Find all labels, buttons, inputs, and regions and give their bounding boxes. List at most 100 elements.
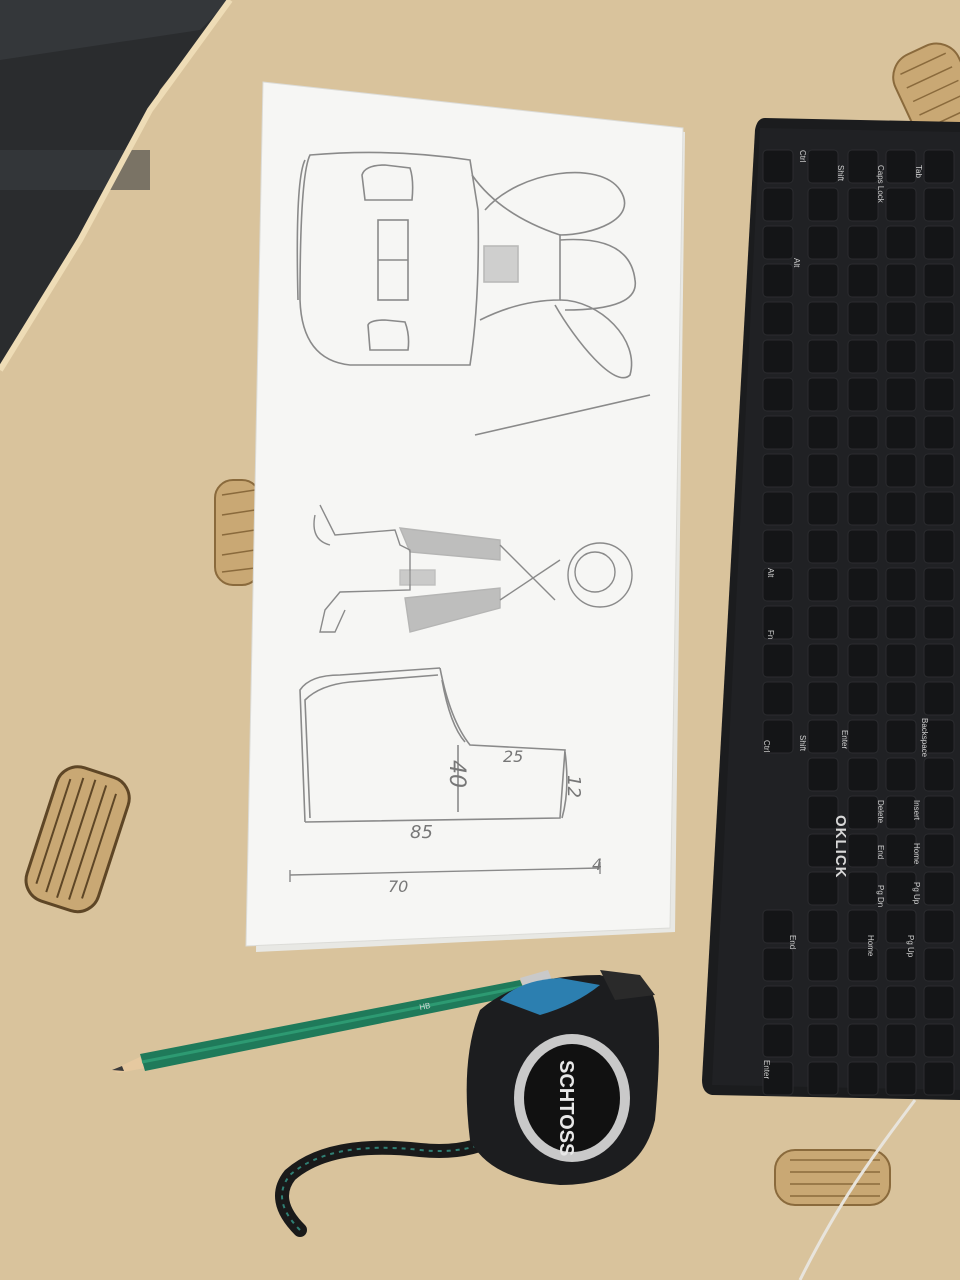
keyboard-key xyxy=(847,833,879,868)
keyboard-key xyxy=(762,947,794,982)
keyboard-key xyxy=(762,985,794,1020)
key-alt-label: Alt xyxy=(792,258,801,268)
wooden-peg-bottom-left xyxy=(24,765,131,914)
keyboard-key xyxy=(885,947,917,982)
keyboard-key xyxy=(885,757,917,792)
keyboard-key xyxy=(923,453,955,488)
keyboard-key xyxy=(847,1061,879,1096)
keyboard-key xyxy=(923,529,955,564)
keyboard-key xyxy=(885,1023,917,1058)
key-enter-numpad-label: Enter xyxy=(762,1060,771,1079)
key-shift-label: Shift xyxy=(836,165,845,182)
keyboard-key xyxy=(885,681,917,716)
dimension-side: 12 xyxy=(563,775,584,798)
keyboard-brand-label: OKLICK xyxy=(832,815,849,879)
keyboard-key xyxy=(847,757,879,792)
dimension-ruler-end: 4 xyxy=(592,855,602,874)
key-pgup-numpad-label: Pg Up xyxy=(906,935,915,958)
key-delete-label: Delete xyxy=(876,800,885,824)
keyboard-key xyxy=(885,719,917,754)
keyboard-key xyxy=(923,415,955,450)
keyboard-key xyxy=(923,985,955,1020)
wooden-peg-bottom-right xyxy=(774,1149,891,1206)
keyboard-key xyxy=(762,339,794,374)
keyboard-key xyxy=(847,453,879,488)
keyboard-key xyxy=(885,567,917,602)
key-insert-label: Insert xyxy=(912,800,921,821)
key-home-label: Home xyxy=(912,843,921,865)
keyboard-key xyxy=(923,1061,955,1096)
key-caps-label: Caps Lock xyxy=(876,165,885,204)
key-fn-label: Fn xyxy=(766,630,775,639)
keyboard-key xyxy=(807,529,839,564)
keyboard-key xyxy=(847,301,879,336)
keyboard-key xyxy=(762,1061,794,1096)
sketch-person-side xyxy=(313,504,633,633)
keyboard-key xyxy=(847,415,879,450)
keyboard-key xyxy=(923,795,955,830)
keyboard-key xyxy=(762,377,794,412)
keyboard-key xyxy=(762,605,794,640)
keyboard-key xyxy=(847,377,879,412)
keyboard-key xyxy=(762,415,794,450)
keyboard-key xyxy=(923,871,955,906)
keyboard-key xyxy=(762,149,794,184)
keyboard-key xyxy=(807,871,839,906)
keyboard-key xyxy=(847,529,879,564)
keyboard-key xyxy=(885,529,917,564)
keyboard-key xyxy=(923,339,955,374)
key-shift-right-label: Shift xyxy=(798,735,807,752)
keyboard-key xyxy=(885,149,917,184)
keyboard-key xyxy=(847,149,879,184)
cable xyxy=(798,1099,917,1280)
keyboard-key xyxy=(847,1023,879,1058)
tape-brand-label: SCHTOSS xyxy=(555,1060,577,1156)
keyboard-key xyxy=(762,643,794,678)
keyboard-key xyxy=(807,1023,839,1058)
keyboard-key xyxy=(807,605,839,640)
sketch-backpack-front xyxy=(296,151,651,436)
keyboard-key xyxy=(807,301,839,336)
keyboard-key xyxy=(807,263,839,298)
keyboard-key xyxy=(923,681,955,716)
keyboard-key xyxy=(923,833,955,868)
key-ctrl-right-label: Ctrl xyxy=(762,740,771,753)
keyboard-key xyxy=(923,301,955,336)
keyboard-key xyxy=(807,1061,839,1096)
keyboard-key xyxy=(847,491,879,526)
keyboard-key xyxy=(885,301,917,336)
keyboard-key xyxy=(923,1023,955,1058)
keyboard-key xyxy=(807,719,839,754)
keyboard-key xyxy=(807,225,839,260)
key-pgdn-label: Pg Dn xyxy=(876,885,885,907)
dimension-height: 40 xyxy=(444,760,469,788)
key-pgup-label: Pg Up xyxy=(912,882,921,905)
keyboard-key xyxy=(807,415,839,450)
keyboard-key xyxy=(847,947,879,982)
keyboard-key xyxy=(807,795,839,830)
keyboard-key xyxy=(885,643,917,678)
keyboard-key xyxy=(847,681,879,716)
keyboard-key xyxy=(762,1023,794,1058)
keyboard-keys xyxy=(762,149,955,1096)
keyboard-key xyxy=(762,681,794,716)
keyboard-key xyxy=(762,187,794,222)
desk-edge xyxy=(0,0,233,372)
key-tab-label: Tab xyxy=(914,165,923,178)
keyboard-key xyxy=(885,339,917,374)
keyboard-key xyxy=(923,643,955,678)
keyboard-key xyxy=(885,225,917,260)
keyboard-key xyxy=(847,567,879,602)
keyboard-key xyxy=(762,453,794,488)
pencil: HB xyxy=(112,970,554,1073)
keyboard-key xyxy=(807,947,839,982)
keyboard-key xyxy=(807,339,839,374)
keyboard-key xyxy=(885,415,917,450)
keyboard-key xyxy=(807,681,839,716)
keyboard-key xyxy=(807,643,839,678)
keyboard-key xyxy=(885,871,917,906)
keyboard-key xyxy=(885,187,917,222)
keyboard-key xyxy=(847,339,879,374)
keyboard-key xyxy=(885,833,917,868)
